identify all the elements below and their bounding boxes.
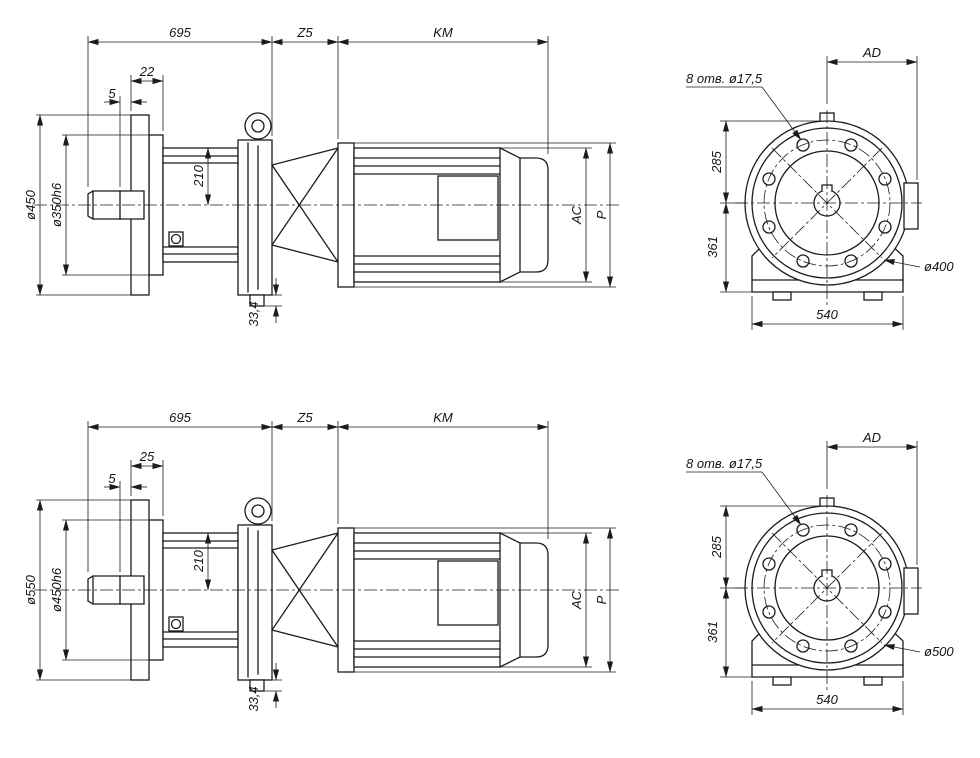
front-view-bottom — [686, 441, 922, 715]
dim-total-length-label-bottom: 695 — [169, 410, 191, 425]
holes-note-label-bottom: 8 отв. ø17,5 — [686, 456, 763, 471]
dim-key-label-top: 33,4 — [246, 301, 261, 326]
dim-spigot-label-bottom: ø450h6 — [49, 567, 64, 612]
dim-height-label-bottom: 210 — [191, 549, 206, 572]
dim-key-label-bottom: 33,4 — [246, 686, 261, 711]
dim-p-label-top: P — [594, 210, 609, 219]
dim-offset-label-top: 5 — [108, 86, 116, 101]
dim-motor-length-label-bottom: KM — [433, 410, 453, 425]
dim-ad-label-top: AD — [862, 45, 881, 60]
dim-p-label-bottom: P — [594, 595, 609, 604]
dim-spigot-label-top: ø350h6 — [49, 182, 64, 227]
dim-361-label-top: 361 — [705, 236, 720, 258]
dim-285-label-bottom: 285 — [709, 535, 724, 558]
side-view-bottom — [34, 421, 620, 708]
dim-flange-od-label-bottom: ø550 — [23, 574, 38, 604]
dim-offset-label-bottom: 5 — [108, 471, 116, 486]
dim-motor-length-label-top: KM — [433, 25, 453, 40]
dim-base-width-label-top: 540 — [816, 307, 838, 322]
dim-361-label-bottom: 361 — [705, 621, 720, 643]
dim-flange-face-label-bottom: 25 — [139, 449, 155, 464]
dim-flange-od-label-top: ø450 — [23, 189, 38, 219]
dim-ac-label-bottom: AC — [569, 590, 584, 610]
dim-diameter-label-top: ø400 — [924, 259, 954, 274]
dim-flange-face-label-top: 22 — [139, 64, 155, 79]
dim-gap-label-bottom: Z5 — [296, 410, 313, 425]
holes-note-label-top: 8 отв. ø17,5 — [686, 71, 763, 86]
dim-ac-label-top: AC — [569, 205, 584, 225]
dim-diameter-label-bottom: ø500 — [924, 644, 954, 659]
front-view-top — [686, 56, 922, 330]
dim-height-label-top: 210 — [191, 164, 206, 187]
dim-285-label-top: 285 — [709, 150, 724, 173]
dim-total-length-label-top: 695 — [169, 25, 191, 40]
side-view-top — [34, 36, 620, 323]
dim-ad-label-bottom: AD — [862, 430, 881, 445]
dim-base-width-label-bottom: 540 — [816, 692, 838, 707]
dim-gap-label-top: Z5 — [296, 25, 313, 40]
